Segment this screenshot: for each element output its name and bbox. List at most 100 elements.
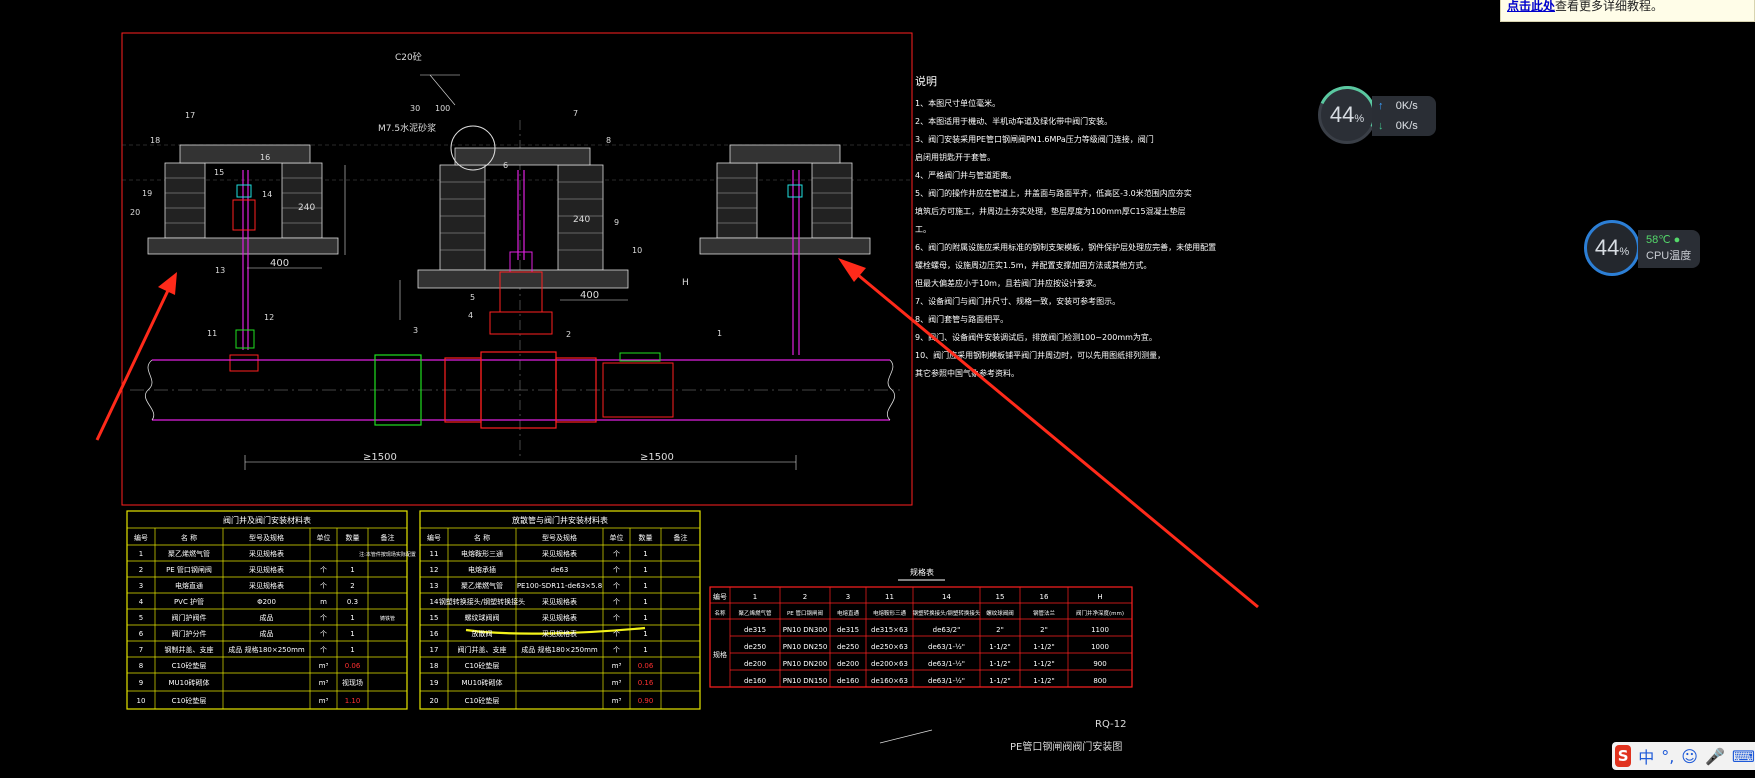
flame-icon: ●: [1673, 234, 1681, 246]
spec-cell: 1-1/2": [989, 677, 1010, 685]
table-cell: 4: [139, 598, 144, 606]
table-cell: PE100-SDR11-de63×5.8: [517, 582, 602, 590]
notes-line: 5、阀门的操作井应在管道上，井盖面与路面平齐，低高区-3.0米范围内应夯实: [915, 188, 1192, 198]
notes-line: 工。: [915, 225, 931, 234]
table-header-cell: 单位: [317, 533, 331, 542]
notes-line: 4、严格阀门井与管道距离。: [915, 170, 1016, 180]
callout-number: 16: [260, 153, 270, 162]
callout-number: 10: [632, 246, 642, 255]
table-cell: 个: [320, 646, 327, 654]
mic-icon[interactable]: 🎤: [1704, 746, 1725, 766]
table-cell: 6: [139, 630, 144, 638]
cpu-percent: 44: [1594, 235, 1620, 260]
table-cell: 1: [643, 598, 647, 606]
right-valve-well: [699, 144, 871, 355]
network-monitor-widget[interactable]: 44% ↑ 0K/s ↓ 0K/s: [1309, 77, 1436, 153]
sheet-number: RQ-12: [1095, 719, 1126, 730]
spec-header-name: 钢管法兰: [1033, 609, 1056, 617]
table-cell: 阀门井盖、支座: [458, 645, 507, 654]
spec-cell: PN10 DN200: [783, 660, 828, 668]
spec-header-num: 14: [942, 593, 951, 601]
table-cell: 成品: [260, 629, 274, 638]
spec-cell: de63/2": [933, 626, 961, 634]
table-cell: 3: [139, 582, 143, 590]
table-cell: 采见规格表: [249, 581, 284, 590]
spec-header-name: 阀门井净深度(mm): [1076, 609, 1124, 617]
spec-header-name: 螺纹球阀阀: [986, 609, 1014, 617]
table-cell: 1: [139, 550, 143, 558]
table-cell: 7: [139, 646, 143, 654]
table-cell: 12: [430, 566, 439, 574]
spec-cell: 900: [1093, 660, 1106, 668]
spec-cell: 1000: [1091, 643, 1109, 651]
table2-title: 放散管与阀门井安装材料表: [512, 515, 608, 525]
table-cell: 1: [643, 582, 647, 590]
table-cell: 1: [643, 646, 647, 654]
table-cell: 成品 规格180×250mm: [521, 645, 598, 654]
rate-unit: K/s: [1401, 120, 1418, 132]
cpu-monitor-widget[interactable]: 44% 58℃ ● CPU温度: [1584, 220, 1700, 280]
table-cell: 2: [350, 582, 354, 590]
table-cell: 成品 规格180×250mm: [228, 645, 305, 654]
spec-header-num: 11: [885, 593, 894, 601]
table-cell: 采见规格表: [542, 613, 577, 622]
ime-toolbar[interactable]: S 中 °, ☺ 🎤 ⌨: [1612, 742, 1755, 770]
percent-unit: %: [1354, 113, 1365, 125]
table-cell: 钢制井盖、支座: [165, 645, 214, 654]
table-cell: 注:本管件按现场实际配置: [359, 551, 416, 558]
cpu-usage-ring: 44%: [1584, 220, 1640, 276]
spec-cell: 1-1/2": [1033, 660, 1054, 668]
table-cell: 铸铁管: [380, 615, 395, 622]
table-header-cell: 型号及规格: [249, 533, 284, 542]
spec-cell: de160: [744, 677, 766, 685]
notes-line: 填筑后方可施工，井周边土夯实处理，垫层厚度为100mm厚C15混凝土垫层: [915, 206, 1186, 216]
table-cell: 20: [430, 697, 439, 705]
table1-title: 阀门井及阀门安装材料表: [223, 515, 311, 525]
table-cell: 19: [430, 679, 439, 687]
spec-cell: de250: [837, 643, 859, 651]
spec-header-num: 16: [1040, 593, 1049, 601]
spec-side-label: 规格: [713, 650, 727, 659]
annotation-arrow-left: [95, 272, 177, 441]
spec-header-name: PE 管口钢闸阀: [787, 609, 823, 617]
help-link[interactable]: 点击此处: [1507, 0, 1556, 13]
callout-number: 5: [470, 293, 475, 302]
callout-number: 12: [264, 313, 274, 322]
table-cell: 0.06: [345, 662, 361, 670]
table-cell: 5: [139, 614, 143, 622]
ime-punct-toggle[interactable]: °,: [1661, 746, 1675, 766]
callout-label: M7.5水泥砂浆: [378, 122, 436, 134]
drawing-frame: [121, 32, 913, 506]
spec-header-name: 电熔鞍形三通: [873, 609, 907, 617]
design-notes: 说明 1、本图尺寸单位毫米。 2、本图适用于機动、半机动车道及绿化带中阀门安装。…: [915, 74, 1216, 378]
table-cell: de63: [551, 566, 569, 574]
table-header-cell: 编号: [134, 533, 148, 542]
help-text: 查看更多详细教程。: [1555, 0, 1664, 13]
table-cell: 视现场: [342, 678, 363, 687]
table-cell: C10砼垫层: [465, 696, 500, 705]
spec-cell: de160×63: [871, 677, 908, 685]
table-header-cell: 备注: [674, 533, 688, 542]
callout-label: C20砼: [395, 51, 422, 63]
sogou-logo-icon[interactable]: S: [1615, 745, 1632, 767]
spec-header-num: 15: [996, 593, 1005, 601]
upload-arrow-icon: ↑: [1378, 100, 1384, 112]
spec-cell: de315: [744, 626, 766, 634]
ime-lang-toggle[interactable]: 中: [1638, 748, 1655, 767]
table-cell: m³: [612, 679, 622, 687]
notes-line: 启闭用钥匙开于套管。: [915, 152, 995, 162]
dim-label: ≥1500: [363, 452, 397, 463]
emoji-icon[interactable]: ☺: [1681, 746, 1698, 766]
table-cell: 18: [430, 662, 439, 670]
notes-line: 9、阀门、设备阀件安装调试后，排放阀门检测100~200mm为宜。: [915, 332, 1157, 342]
notes-line: 但最大偏差应小于10m，且若阀门井应按设计要求。: [915, 278, 1101, 288]
table-cell: 采见规格表: [249, 549, 284, 558]
keyboard-icon[interactable]: ⌨: [1731, 746, 1755, 766]
spec-cell: de250: [744, 643, 766, 651]
table-header-cell: 名 称: [181, 533, 197, 542]
cpu-info: 58℃ ● CPU温度: [1638, 230, 1700, 268]
table-header-cell: 名 称: [474, 533, 490, 542]
